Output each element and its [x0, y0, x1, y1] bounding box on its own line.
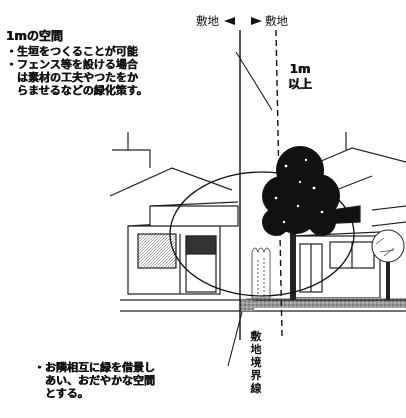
gap-note-line: ・生垣をつくることが可能 [6, 45, 138, 58]
site-label-left: 敷地 [196, 14, 219, 28]
dimension-note: 1m 以上 [288, 62, 312, 92]
boundary-label-char: 境 [250, 356, 262, 369]
bottom-note: ・お隣相互に緑を借景し あい、おだやかな空間 とする。 [34, 361, 155, 400]
gap-note-line: らませるなどの緑化策す。 [6, 84, 148, 97]
dimension-qualifier: 以上 [288, 77, 313, 91]
boundary-label-char: 地 [250, 343, 262, 356]
bottom-note-line: とする。 [34, 387, 89, 400]
arrow-left-icon [224, 17, 235, 25]
small-tree [371, 229, 405, 300]
gap-note-line: ・フェンス等を設ける場合 [6, 58, 138, 71]
boundary-label-char: 界 [250, 369, 262, 382]
hedge [251, 247, 271, 299]
boundary-label-char: 線 [250, 382, 262, 395]
boundary-label: 敷 地 境 界 線 [249, 330, 263, 395]
site-label-right: 敷地 [265, 14, 288, 28]
gap-note: 1mの空間 ・生垣をつくることが可能 ・フェンス等を設ける場合 は素材の工夫やつ… [6, 29, 148, 98]
bottom-note-line: あい、おだやかな空間 [34, 374, 155, 387]
left-house [109, 132, 239, 295]
boundary-label-char: 敷 [250, 330, 262, 343]
leader-lines [227, 51, 273, 367]
one-meter-line [275, 29, 283, 337]
gap-note-line: は素材の工夫やつたをか [6, 71, 138, 84]
bottom-note-line: ・お隣相互に緑を借景し [34, 361, 155, 374]
right-house [291, 132, 406, 299]
dimension-value: 1m [289, 62, 311, 76]
arrow-right-icon [251, 17, 262, 25]
greenery-highlight-ellipse [169, 171, 355, 297]
ground [120, 298, 406, 312]
gap-note-title: 1mの空間 [6, 29, 63, 43]
